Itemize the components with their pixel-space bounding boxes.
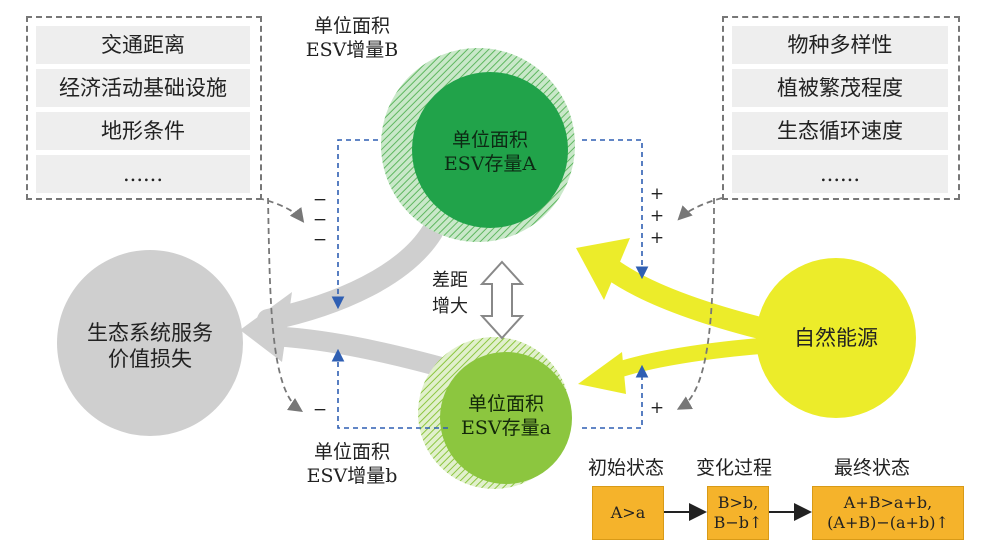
- influence-right-bottom: [676, 197, 715, 410]
- stock-a-lower-line2: ESV存量a: [461, 417, 551, 439]
- blue-connector-right-top: [582, 139, 649, 280]
- state-title-change: 变化过程: [696, 457, 773, 479]
- influence-left-top: [257, 197, 305, 223]
- left-factor-2: 经济活动基础设施: [36, 69, 250, 107]
- stock-a-lower-label: 单位面积 ESV存量a: [446, 392, 566, 440]
- energy-label: 自然能源: [794, 326, 878, 350]
- left-factor-4: ......: [36, 155, 250, 193]
- state-change-line1: B>b,: [717, 493, 759, 512]
- increment-top-label: 单位面积 ESV增量B: [282, 14, 422, 62]
- stock-a-line1: 单位面积: [451, 129, 528, 151]
- stock-a-lower-line1: 单位面积: [467, 393, 544, 415]
- loss-label: 生态系统服务 价值损失: [62, 320, 238, 372]
- plus-sign-1: +: [649, 184, 665, 204]
- influence-right-top: [677, 197, 723, 221]
- blue-connector-left-bottom: [331, 348, 448, 429]
- state-initial-text: A>a: [610, 503, 646, 522]
- energy-arrow-top: [599, 257, 771, 339]
- right-factor-box: 物种多样性 植被繁茂程度 生态循环速度 ......: [722, 16, 960, 200]
- stock-a-line2: ESV存量A: [443, 153, 537, 175]
- gap-label: 差距 增大: [420, 268, 480, 320]
- loss-arrow-top: [257, 221, 443, 331]
- energy-arrow-bottom: [604, 338, 768, 380]
- left-factor-1: 交通距离: [36, 26, 250, 64]
- right-factor-3: 生态循环速度: [732, 112, 948, 150]
- loss-circle: [57, 250, 243, 436]
- influence-left-bottom: [267, 197, 303, 413]
- left-factor-3: 地形条件: [36, 112, 250, 150]
- energy-circle: [756, 258, 916, 418]
- state-title-final: 最终状态: [834, 457, 911, 479]
- minus-sign-4: −: [312, 400, 328, 420]
- stock-a-lower-circle: [440, 352, 572, 484]
- increment-bottom-label: 单位面积 ESV增量b: [282, 440, 422, 488]
- energy-arrow-top-head: [576, 238, 630, 300]
- gap-double-arrow-icon: [479, 260, 525, 340]
- loss-line1: 生态系统服务: [87, 321, 213, 345]
- state-title-initial: 初始状态: [588, 457, 665, 479]
- right-factor-1: 物种多样性: [732, 26, 948, 64]
- right-factor-4: ......: [732, 155, 948, 193]
- gap-line2: 增大: [432, 296, 468, 317]
- loss-arrow-head: [240, 292, 292, 362]
- minus-sign-2: −: [312, 210, 328, 230]
- energy-arrow-bottom-head: [578, 352, 626, 394]
- state-box-final: A+B>a+b, (A+B)−(a+b)↑: [812, 486, 964, 540]
- increment-top-line2: ESV增量B: [305, 39, 399, 61]
- stock-a-circle: [412, 72, 568, 228]
- increment-bottom-line2: ESV增量b: [306, 465, 398, 487]
- minus-sign-1: −: [312, 190, 328, 210]
- loss-line2: 价值损失: [108, 347, 192, 371]
- gap-line1: 差距: [432, 270, 468, 291]
- right-factor-2: 植被繁茂程度: [732, 69, 948, 107]
- plus-sign-3: +: [649, 228, 665, 248]
- state-final-line2: (A+B)−(a+b)↑: [827, 513, 949, 532]
- state-box-initial: A>a: [592, 486, 664, 540]
- state-change-line2: B−b↑: [713, 513, 763, 532]
- left-factor-box: 交通距离 经济活动基础设施 地形条件 ......: [26, 16, 262, 200]
- plus-sign-2: +: [649, 206, 665, 226]
- stock-a-label: 单位面积 ESV存量A: [430, 128, 550, 176]
- plus-sign-4: +: [649, 398, 665, 418]
- blue-connector-left-top: [331, 139, 378, 310]
- state-box-change: B>b, B−b↑: [707, 486, 769, 540]
- increment-top-line1: 单位面积: [313, 15, 390, 37]
- blue-connector-right-bottom: [582, 364, 649, 429]
- state-final-line1: A+B>a+b,: [843, 493, 933, 512]
- loss-arrow-bottom: [258, 326, 462, 380]
- increment-bottom-line1: 单位面积: [313, 441, 390, 463]
- minus-sign-3: −: [312, 230, 328, 250]
